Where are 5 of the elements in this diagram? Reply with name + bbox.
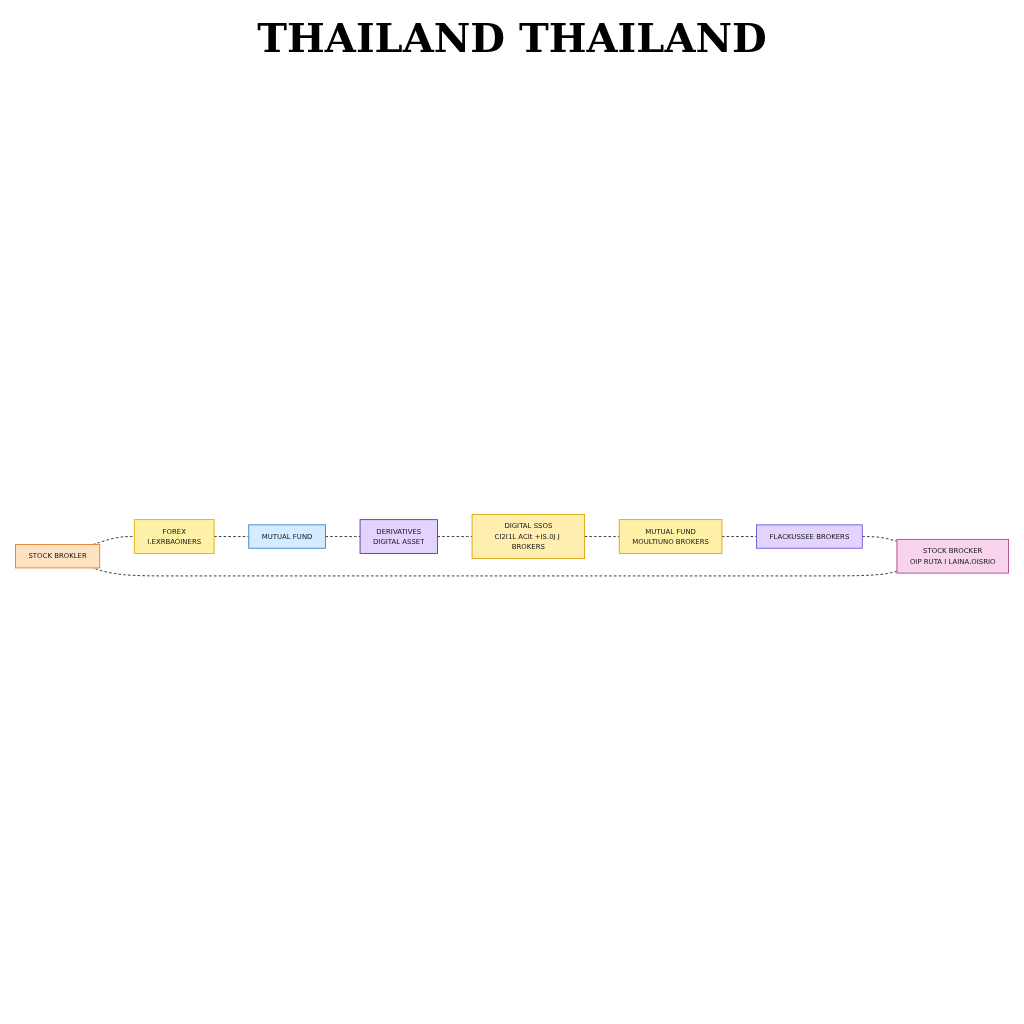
- connector: [584, 536, 620, 538]
- connector: [721, 536, 757, 538]
- diagram-title: THAILAND THAILAND: [257, 14, 767, 61]
- connector: [325, 536, 361, 538]
- connector: [437, 536, 473, 538]
